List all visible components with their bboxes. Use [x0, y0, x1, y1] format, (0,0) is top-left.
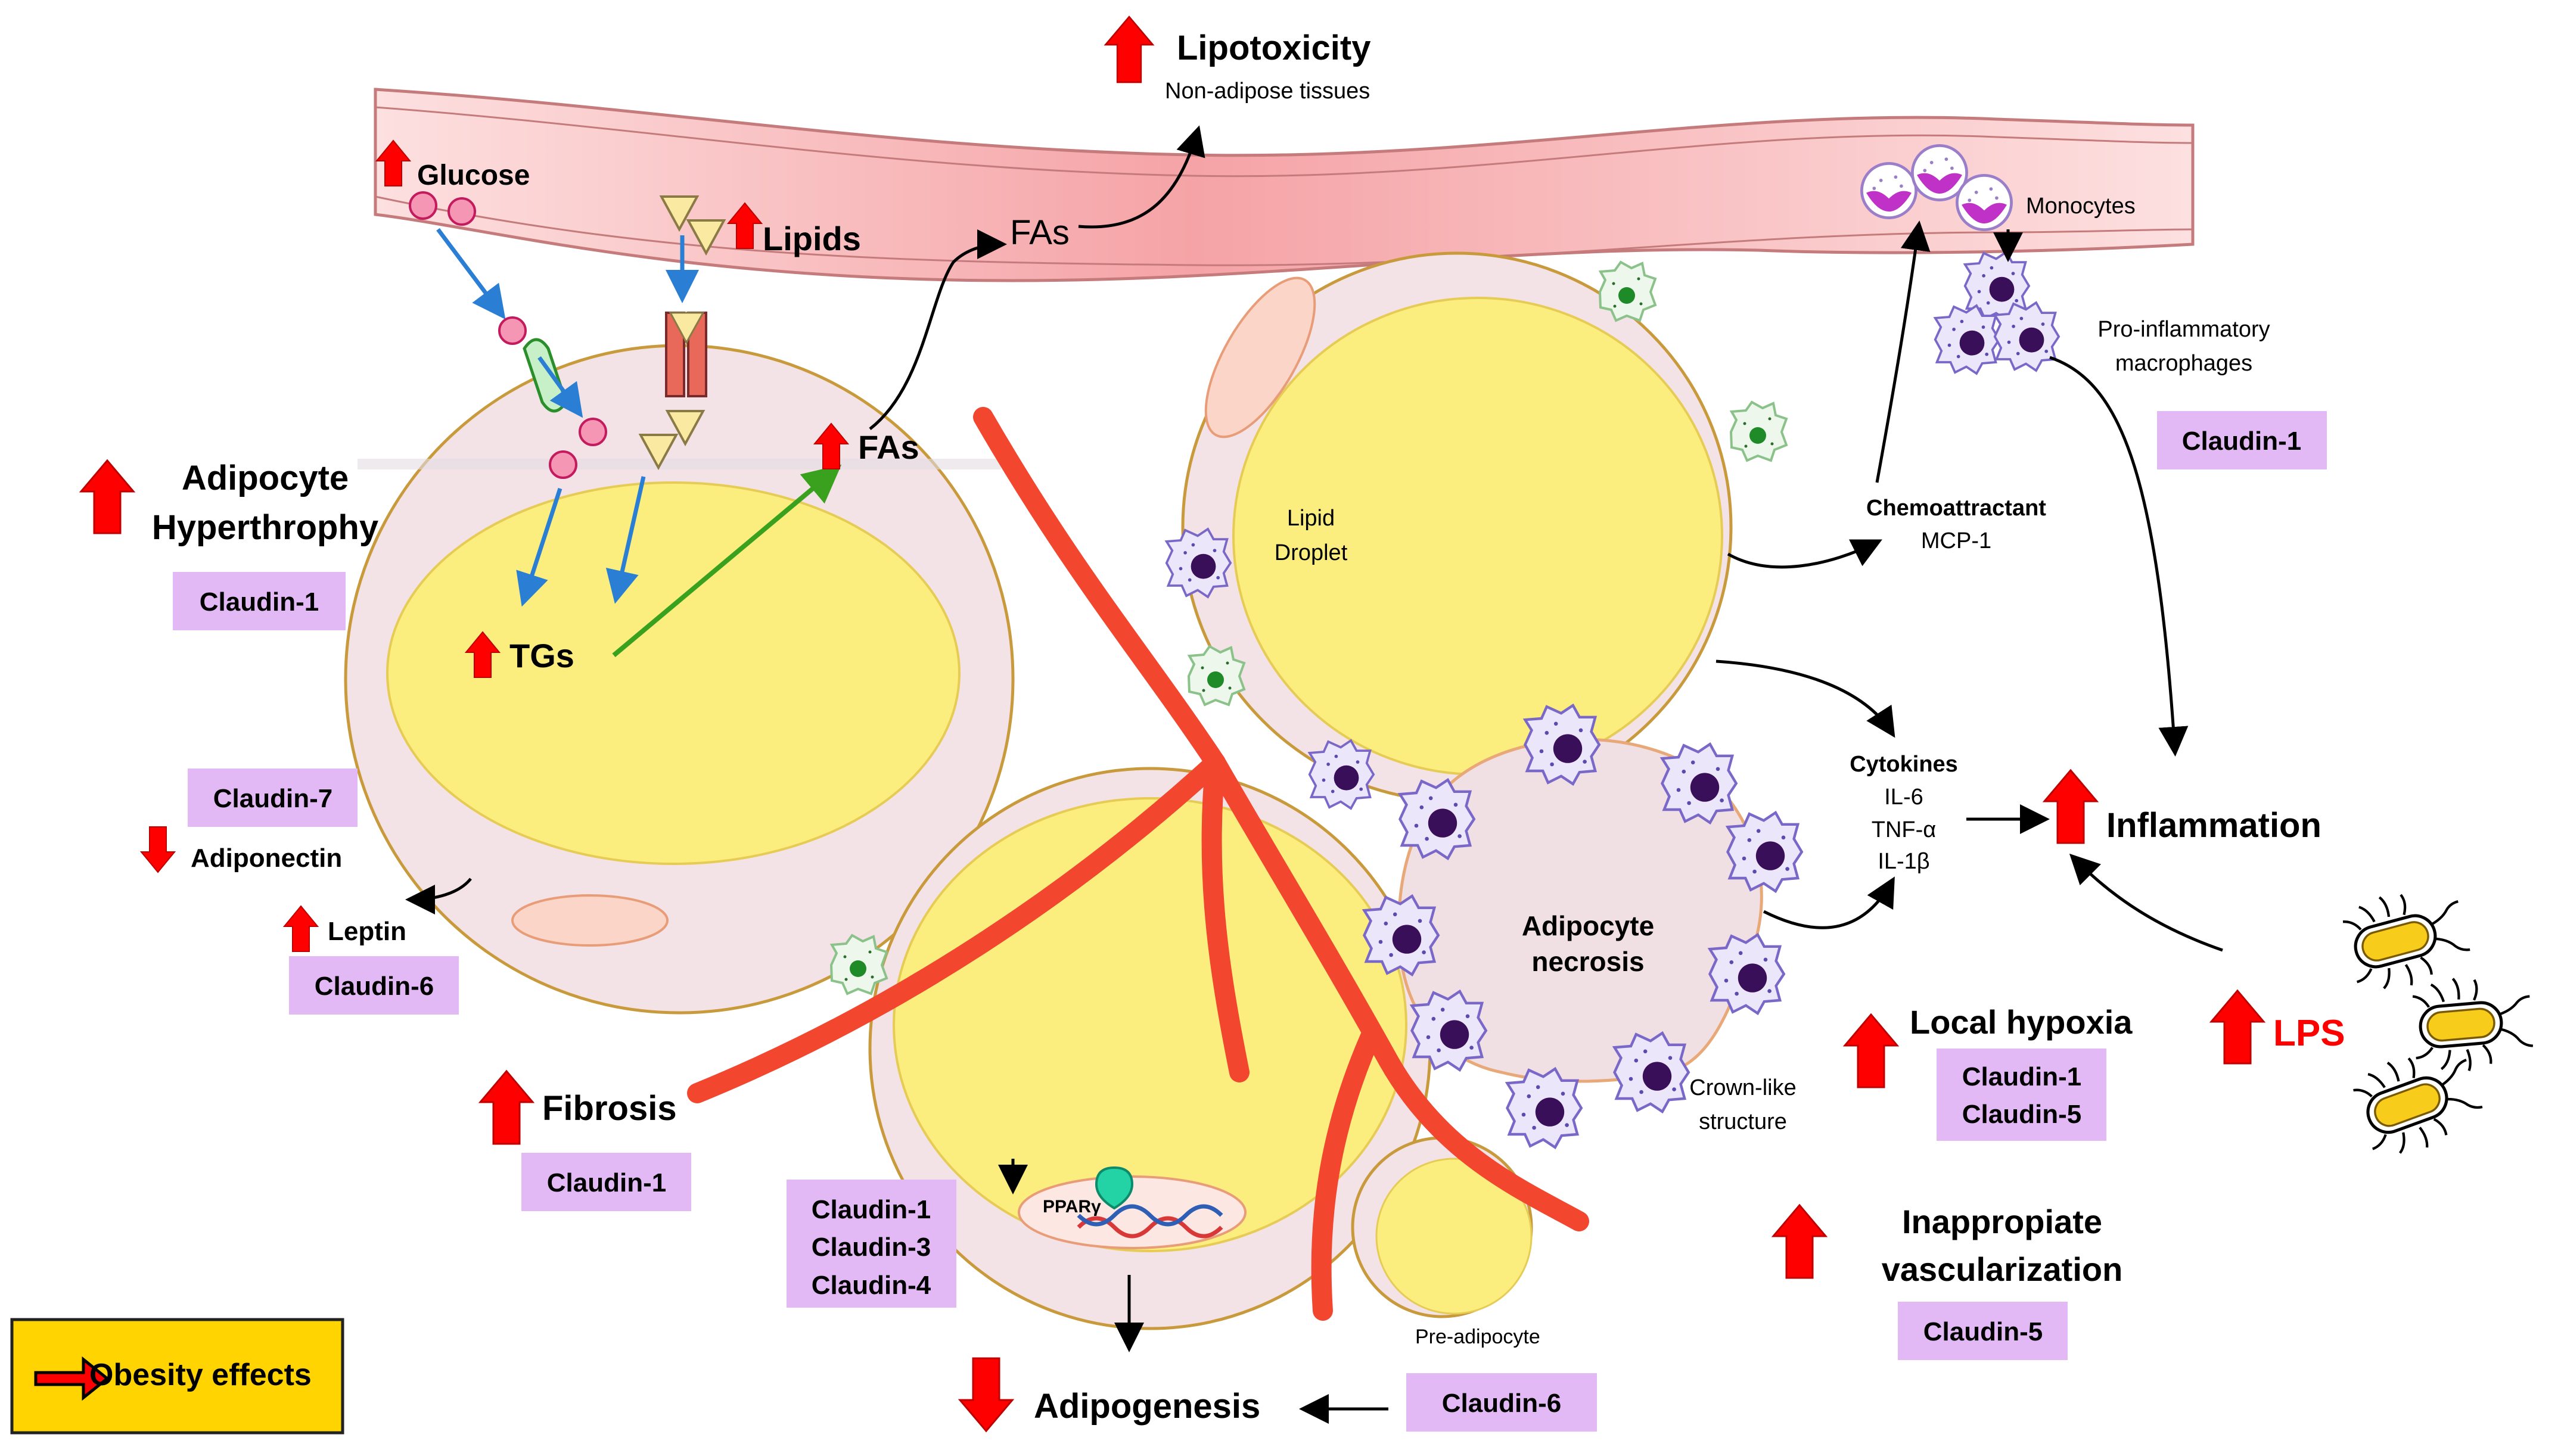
- cytokine-2: TNF-α: [1872, 817, 1937, 842]
- hypertrophy-label-1: Adipocyte: [182, 459, 349, 497]
- proinflam-label-1: Pro-inflammatory: [2097, 317, 2270, 342]
- pre-adipocyte-cell: [1351, 1136, 1533, 1318]
- lipid-droplet-label-2: Droplet: [1275, 540, 1348, 565]
- crown-label-2: structure: [1699, 1109, 1787, 1134]
- legend: [10, 1318, 344, 1435]
- tg-to-fa-arrow: [612, 464, 842, 658]
- blood-vessel: [374, 88, 2195, 282]
- hypoxia-claudin-2: Claudin-5: [1962, 1100, 2081, 1129]
- vasc-label-2: vascularization: [1882, 1250, 2123, 1288]
- lipids-label: Lipids: [763, 220, 861, 257]
- bacteria: [2338, 878, 2536, 1165]
- cytokine-1: IL-6: [1884, 785, 1923, 810]
- vasc-label-1: Inappropiate: [1902, 1203, 2102, 1240]
- vasc-claudin: Claudin-5: [1923, 1317, 2043, 1346]
- adipogenesis-label: Adipogenesis: [1034, 1387, 1260, 1426]
- tgs-label: TGs: [509, 637, 574, 674]
- inflammation-label: Inflammation: [2106, 806, 2321, 845]
- macro-claudin: Claudin-1: [2182, 427, 2301, 456]
- crown-label-1: Crown-like: [1689, 1075, 1796, 1100]
- adipogenesis-claudin: Claudin-6: [1442, 1389, 1561, 1418]
- upper-adipocyte: [1181, 251, 1733, 803]
- pre-adipocyte-label: Pre-adipocyte: [1415, 1326, 1540, 1348]
- pparg-label: PPARγ: [1043, 1197, 1101, 1217]
- claudin7-label: Claudin-7: [213, 784, 332, 813]
- claudin-a-3: Claudin-4: [812, 1271, 931, 1300]
- non-adipose-label: Non-adipose tissues: [1165, 79, 1370, 104]
- lipotoxicity-label: Lipotoxicity: [1177, 29, 1370, 67]
- lipid-transport: [605, 195, 726, 604]
- fas-label: FAs: [858, 428, 919, 466]
- pparg-dna-icon: [1077, 1166, 1223, 1239]
- cytokine-3: IL-1β: [1878, 849, 1929, 874]
- cytokines-title: Cytokines: [1850, 752, 1958, 777]
- hypertrophy-claudin: Claudin-1: [200, 587, 319, 617]
- fibrosis-claudin: Claudin-1: [547, 1168, 666, 1197]
- fibrosis-label: Fibrosis: [542, 1089, 677, 1128]
- claudin-a-2: Claudin-3: [812, 1233, 931, 1262]
- lipid-droplet-label-1: Lipid: [1287, 506, 1335, 531]
- legend-label: Obesity effects: [89, 1358, 312, 1392]
- flow-arrows: [405, 125, 2223, 1424]
- necrosis-label-2: necrosis: [1531, 946, 1644, 977]
- claudin6-label: Claudin-6: [315, 972, 434, 1001]
- glucose-transport: [409, 191, 607, 607]
- chemo-label-2: MCP-1: [1921, 528, 1991, 553]
- glucose-label: Glucose: [417, 160, 530, 191]
- chemo-label-1: Chemoattractant: [1866, 496, 2046, 521]
- lps-label: LPS: [2273, 1013, 2345, 1054]
- monocytes-label: Monocytes: [2026, 194, 2136, 219]
- hypoxia-label: Local hypoxia: [1910, 1003, 2133, 1041]
- claudin-a-1: Claudin-1: [812, 1195, 931, 1224]
- proinflam-label-2: macrophages: [2115, 351, 2252, 376]
- leptin-label: Leptin: [328, 917, 406, 946]
- fibrosis-strands: [687, 407, 1589, 1321]
- hypoxia-claudin-1: Claudin-1: [1962, 1062, 2081, 1091]
- necrosis-label-1: Adipocyte: [1522, 910, 1654, 941]
- vessel-fas-label: FAs: [1010, 213, 1070, 252]
- adiponectin-label: Adiponectin: [191, 844, 342, 873]
- claudin-boxes: [173, 411, 2327, 1432]
- hypertrophy-label-2: Hyperthrophy: [152, 508, 378, 547]
